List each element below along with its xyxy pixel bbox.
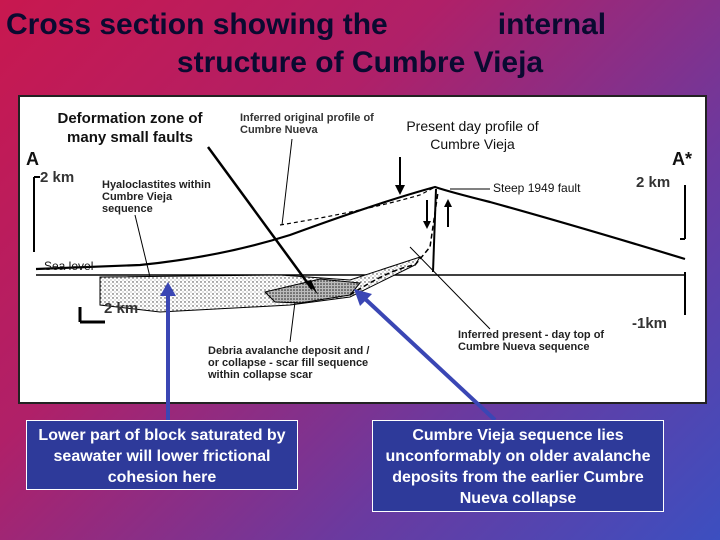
inferred-present-label: Inferred present - day top of Cumbre Nue… (458, 329, 605, 353)
hyaloclastites-label: Hyaloclastites within Cumbre Vieja seque… (102, 179, 211, 215)
inferred-original-label: Inferred original profile of Cumbre Nuev… (240, 112, 374, 136)
title-line-1: Cross section showing the internal (0, 6, 720, 44)
right-callout: Cumbre Vieja sequence lies unconformably… (372, 420, 664, 512)
left-callout: Lower part of block saturated by seawate… (26, 420, 298, 490)
present-day-profile (35, 185, 686, 271)
inferred-original-pointer (281, 138, 293, 226)
present-day-label: Present day profile of Cumbre Vieja (406, 118, 539, 152)
sea-level-label: Sea level (44, 259, 94, 273)
debris-pointer (289, 301, 296, 343)
left-scale-label: 2 km (40, 169, 75, 186)
bottom-scale-label: 2 km (104, 300, 139, 317)
title-line-2: structure of Cumbre Vieja (176, 46, 544, 79)
cross-section-drawing (33, 138, 686, 343)
hyaloclastites-pointer (134, 214, 151, 278)
avalanche-deposit-wedge (99, 256, 422, 313)
right-depth-label: -1km (632, 315, 668, 332)
endpoint-a-label: A (26, 149, 39, 169)
deformation-zone-label: Deformation zone of many small faults (57, 110, 203, 146)
title-line-1b: internal (497, 8, 607, 41)
endpoint-a-star-label: A* (672, 149, 693, 169)
steep-1949-fault (432, 188, 437, 273)
slide-title: Cross section showing the internal struct… (0, 6, 720, 82)
right-scale-label: 2 km (636, 174, 671, 191)
inferred-present-pointer (409, 246, 491, 330)
cross-section-figure: Deformation zone of many small faults In… (18, 95, 707, 404)
steep-fault-label: Steep 1949 fault (493, 181, 581, 195)
inferred-present-top (349, 191, 439, 296)
title-line-1a: Cross section showing the (6, 8, 388, 41)
deformation-arrow (206, 146, 314, 290)
debris-label: Debria avalanche deposit and / or collap… (208, 345, 370, 381)
